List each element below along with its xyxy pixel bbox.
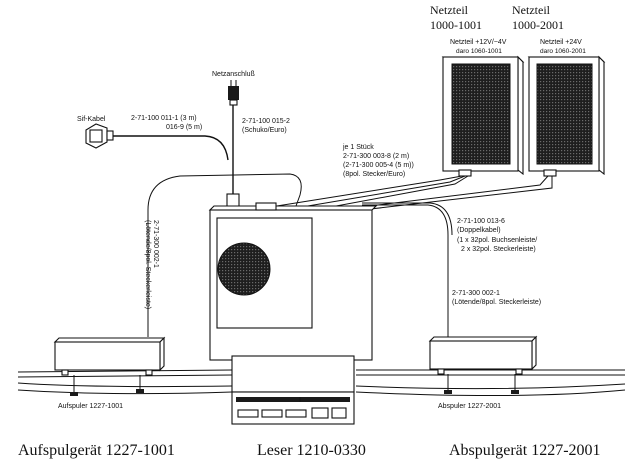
reader-console	[231, 355, 355, 425]
left-cable-line2: (Lötende/8pol. Steckerleiste)	[144, 220, 151, 309]
psu2-label-line2: daro 1060-2001	[540, 48, 586, 55]
cables	[113, 105, 553, 338]
power-supply-2	[527, 55, 606, 177]
double-cable-line4: 2 x 32pol. Steckerleiste)	[461, 246, 536, 253]
sif-cable-code: 2-71-100 011-1 (3 m)	[131, 115, 197, 122]
center-cable-line1: je 1 Stück	[342, 144, 374, 151]
caption-supply: Abspulgerät 1227-2001	[449, 442, 601, 459]
psu2-label-line1: Netzteil +24V	[540, 39, 582, 46]
sif-cable-plug	[85, 123, 114, 149]
double-cable-line3: (1 x 32pol. Buchsenleiste/	[457, 237, 537, 244]
supply-small-label: Abspuler 1227-2001	[438, 403, 501, 410]
take-up-small-label: Aufspuler 1227-1001	[58, 403, 123, 410]
double-cable-line2: (Doppelkabel)	[457, 227, 501, 234]
center-cable-line3: (2-71-300 005-4 (5 m))	[343, 162, 414, 169]
right-cable-line2: (Lötende/8pol. Steckerleiste)	[452, 299, 541, 306]
mains-cable-type: (Schuko/Euro)	[242, 127, 287, 134]
power-supply-1	[441, 55, 525, 177]
center-cable-line2: 2-71-300 003-8 (2 m)	[343, 153, 409, 160]
supply-unit	[428, 335, 538, 394]
caption-reader: Leser 1210-0330	[257, 442, 366, 459]
take-up-unit	[53, 336, 166, 396]
psu1-header-number: 1000-1001	[430, 18, 482, 32]
film-rails	[17, 369, 626, 397]
psu1-label-line1: Netzteil +12V/−4V	[450, 39, 507, 46]
psu1-header-name: Netzteil	[430, 3, 469, 17]
right-cable-line1: 2-71-300 002-1	[452, 290, 500, 297]
caption-take-up: Aufspulgerät 1227-1001	[18, 442, 175, 459]
left-cable-line1: 2-71-300 002-1	[152, 220, 159, 268]
reader-unit	[208, 202, 378, 361]
psu2-header-name: Netzteil	[512, 3, 551, 17]
psu1-label-line2: daro 1060-1001	[456, 48, 502, 55]
mains-cable-code: 2-71-100 015-2	[242, 118, 290, 125]
psu2-header-number: 1000-2001	[512, 18, 564, 32]
sif-cable-length: 016-9 (5 m)	[166, 124, 202, 131]
double-cable-line1: 2-71-100 013-6	[457, 218, 505, 225]
center-cable-line4: (8pol. Stecker/Euro)	[343, 171, 405, 178]
mains-label: Netzanschluß	[212, 71, 255, 78]
sif-label: Sif-Kabel	[77, 116, 106, 123]
mains-plug	[228, 80, 239, 106]
